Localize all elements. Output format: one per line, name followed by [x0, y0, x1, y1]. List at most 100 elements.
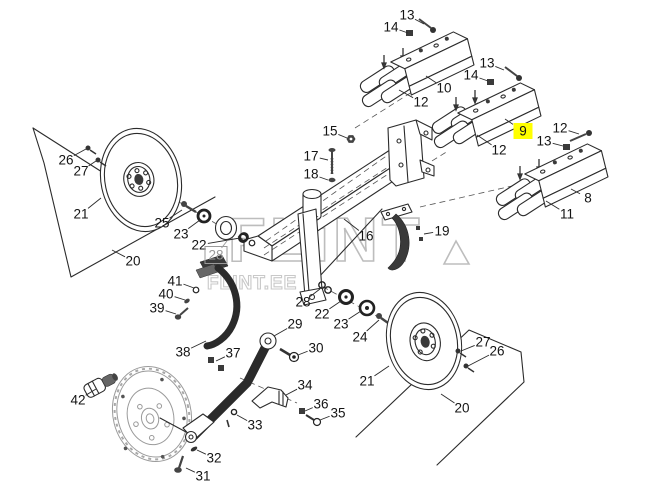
callout-22[interactable]: 22: [314, 300, 342, 322]
callout-12[interactable]: 12: [552, 121, 580, 136]
bolt-13a: [430, 27, 436, 33]
callout-23[interactable]: 23: [173, 219, 201, 242]
callout-28[interactable]: 28: [295, 288, 321, 310]
callout-41[interactable]: 41: [167, 274, 195, 289]
callout-11[interactable]: 11: [545, 200, 574, 222]
callout-number[interactable]: 31: [195, 469, 210, 484]
callout-number[interactable]: 19: [434, 224, 449, 239]
callout-40[interactable]: 40: [158, 287, 186, 302]
callout-23[interactable]: 23: [333, 310, 362, 332]
callout-20[interactable]: 20: [111, 249, 141, 269]
callout-number[interactable]: 21: [73, 207, 88, 222]
callout-number[interactable]: 14: [463, 68, 479, 83]
callout-number[interactable]: 22: [314, 307, 329, 322]
callout-35[interactable]: 35: [319, 406, 346, 421]
callout-number[interactable]: 36: [313, 397, 328, 412]
oring-28: [318, 281, 326, 289]
callout-number[interactable]: 13: [479, 56, 494, 71]
callout-27[interactable]: 27: [460, 335, 491, 352]
callout-number[interactable]: 23: [333, 317, 348, 332]
callout-15[interactable]: 15: [322, 124, 348, 139]
callout-number[interactable]: 28: [208, 248, 223, 263]
callout-number[interactable]: 35: [330, 406, 345, 421]
callout-10[interactable]: 10: [425, 75, 452, 96]
callout-36[interactable]: 36: [304, 397, 329, 412]
callout-38[interactable]: 38: [175, 340, 207, 360]
callout-27[interactable]: 27: [73, 160, 97, 179]
callout-number[interactable]: 25: [154, 216, 169, 231]
callout-number[interactable]: 17: [303, 149, 318, 164]
callout-number[interactable]: 26: [58, 153, 73, 168]
callout-number[interactable]: 26: [489, 344, 504, 359]
callout-19[interactable]: 19: [423, 224, 450, 239]
callout-number[interactable]: 39: [149, 301, 164, 316]
callout-12[interactable]: 12: [476, 134, 507, 158]
callout-37[interactable]: 37: [215, 346, 241, 362]
callout-29[interactable]: 29: [273, 317, 303, 337]
callout-13[interactable]: 13: [479, 56, 505, 71]
callout-number[interactable]: 12: [491, 143, 506, 158]
callout-number[interactable]: 41: [167, 274, 182, 289]
callout-number[interactable]: 20: [454, 401, 469, 416]
callout-13[interactable]: 13: [536, 134, 564, 149]
callout-30[interactable]: 30: [297, 341, 324, 356]
callout-number[interactable]: 27: [73, 164, 88, 179]
callout-number[interactable]: 20: [125, 254, 140, 269]
callout-number[interactable]: 27: [475, 335, 490, 350]
callout-17[interactable]: 17: [303, 149, 329, 164]
callout-number[interactable]: 24: [352, 330, 368, 345]
callout-12[interactable]: 12: [398, 89, 429, 110]
bolt-31: [174, 467, 182, 473]
callout-number[interactable]: 12: [413, 95, 428, 110]
leader-line: [545, 200, 560, 210]
callout-number[interactable]: 40: [158, 287, 173, 302]
callout-32[interactable]: 32: [196, 449, 222, 466]
callout-21[interactable]: 21: [359, 365, 390, 389]
callout-33[interactable]: 33: [236, 414, 263, 433]
callout-number[interactable]: 14: [383, 20, 399, 35]
callout-number[interactable]: 10: [436, 81, 451, 96]
leader-line: [169, 209, 183, 219]
callout-number[interactable]: 13: [399, 8, 414, 23]
callout-number[interactable]: 8: [584, 191, 592, 206]
callout-22[interactable]: 22: [191, 238, 241, 253]
callout-number[interactable]: 38: [175, 345, 190, 360]
callout-42[interactable]: 42: [70, 388, 97, 408]
callout-number[interactable]: 37: [225, 346, 240, 361]
callout-13[interactable]: 13: [399, 8, 425, 25]
callout-number[interactable]: 32: [206, 451, 221, 466]
callout-34[interactable]: 34: [285, 378, 313, 396]
callout-number[interactable]: 12: [552, 121, 567, 136]
callout-39[interactable]: 39: [149, 301, 177, 316]
callout-21[interactable]: 21: [73, 197, 102, 222]
callout-number[interactable]: 9: [519, 124, 527, 139]
callout-28[interactable]: 28: [204, 240, 228, 264]
callout-number[interactable]: 33: [247, 418, 262, 433]
callout-18[interactable]: 18: [303, 167, 329, 182]
callout-number[interactable]: 13: [536, 134, 551, 149]
callout-9[interactable]: 9: [504, 118, 533, 139]
callout-20[interactable]: 20: [440, 393, 470, 416]
callout-24[interactable]: 24: [352, 319, 380, 345]
callout-number[interactable]: 21: [359, 374, 374, 389]
callout-number[interactable]: 29: [287, 317, 302, 332]
wheel-axle-line: [159, 417, 187, 433]
callout-number[interactable]: 42: [70, 393, 85, 408]
callout-number[interactable]: 11: [560, 207, 574, 222]
callout-14[interactable]: 14: [463, 68, 489, 83]
callout-14[interactable]: 14: [383, 20, 409, 35]
callout-16[interactable]: 16: [343, 218, 374, 244]
callout-number[interactable]: 28: [295, 295, 310, 310]
callout-31[interactable]: 31: [185, 467, 211, 484]
callout-number[interactable]: 22: [191, 238, 206, 253]
callout-number[interactable]: 30: [308, 341, 323, 356]
callout-number[interactable]: 15: [322, 124, 337, 139]
callout-number[interactable]: 18: [303, 167, 318, 182]
callout-number[interactable]: 16: [358, 229, 373, 244]
callout-26[interactable]: 26: [58, 148, 87, 168]
callout-number[interactable]: 34: [297, 378, 313, 393]
callout-8[interactable]: 8: [570, 188, 592, 206]
callout-25[interactable]: 25: [154, 209, 183, 231]
callout-number[interactable]: 23: [173, 227, 188, 242]
callout-26[interactable]: 26: [467, 344, 505, 367]
